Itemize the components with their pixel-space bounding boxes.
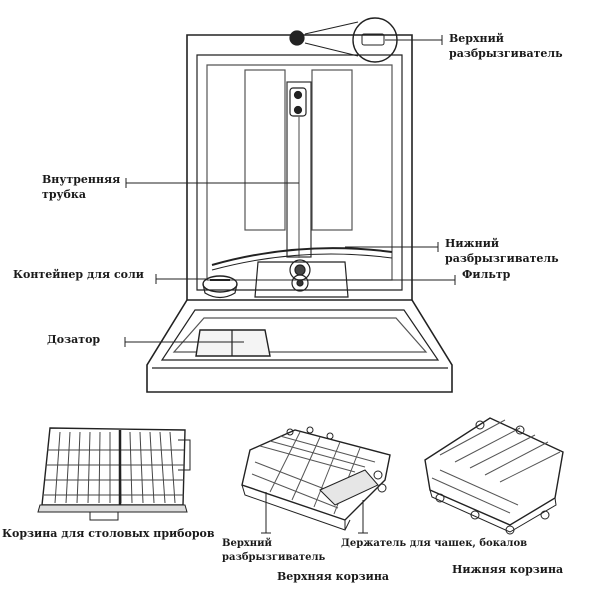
label-filter: Фильтр [462, 268, 511, 281]
cutlery-basket-drawing [37, 427, 191, 521]
label-upper-basket: Верхняя корзина [277, 570, 390, 583]
lower-basket-drawing [424, 417, 564, 535]
inner-tube [286, 81, 312, 258]
label-basket-upper-sprayer-line1: Верхний [222, 538, 272, 549]
label-dispenser: Дозатор [47, 333, 101, 346]
label-lower-sprayer-line2: разбрызгиватель [445, 252, 559, 265]
dishwasher-door [146, 299, 453, 393]
label-cup-holder: Держатель для чашек, бокалов [341, 538, 528, 549]
label-basket-upper-sprayer-line2: разбрызгиватель [222, 552, 326, 563]
label-lower-basket: Нижняя корзина [452, 563, 564, 576]
salt-container-cap [202, 275, 238, 299]
filter-plate [254, 261, 349, 298]
dispenser [195, 329, 271, 357]
label-cutlery-basket: Корзина для столовых приборов [2, 527, 215, 540]
upper-basket-drawing [241, 426, 391, 531]
label-upper-sprayer-line2: разбрызгиватель [449, 47, 563, 60]
label-lower-sprayer-line1: Нижний [445, 237, 500, 250]
label-salt-container: Контейнер для соли [13, 268, 144, 281]
label-inner-tube-line1: Внутренняя [42, 173, 121, 186]
callout-lines [124, 17, 456, 534]
label-upper-sprayer-line1: Верхний [449, 32, 504, 45]
label-inner-tube-line2: трубка [42, 188, 86, 201]
